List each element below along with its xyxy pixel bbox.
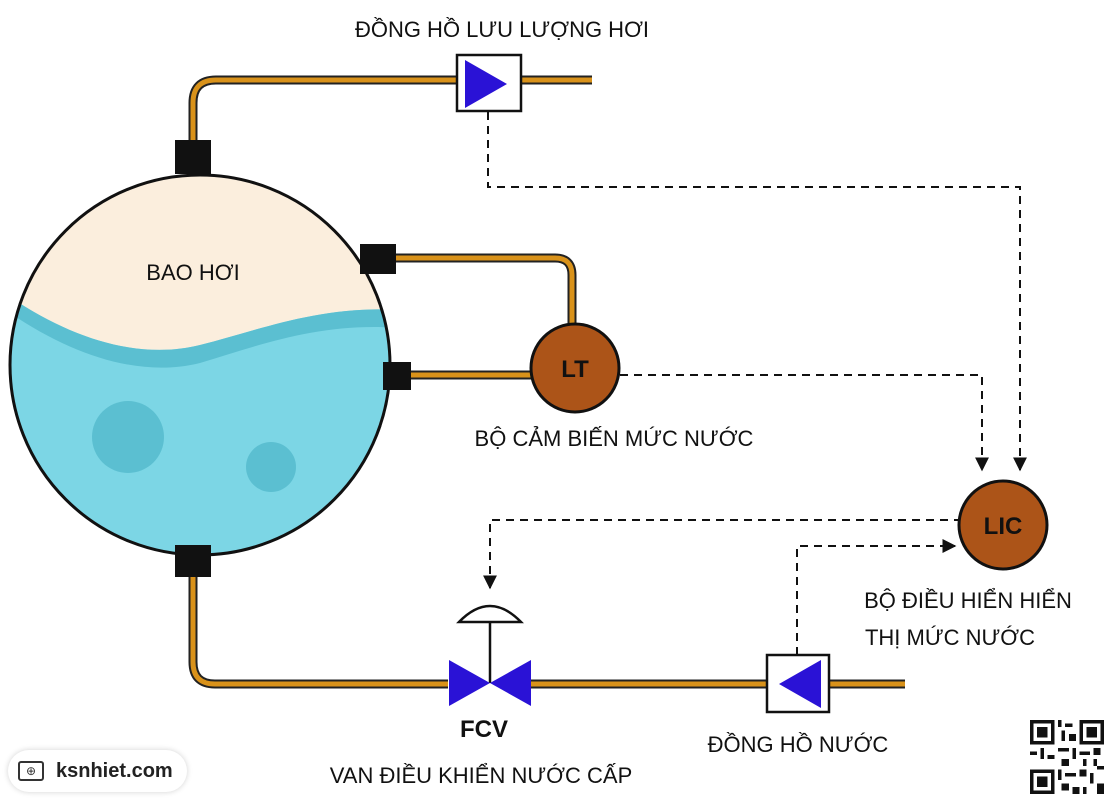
water-wave <box>10 290 390 368</box>
valve-body-right-icon <box>490 660 531 706</box>
level-controller-tag: LIC <box>984 513 1023 540</box>
feedwater-control-valve: FCV VAN ĐIỀU KHIỂN NƯỚC CẤP <box>330 604 633 788</box>
valve-signal <box>483 519 962 590</box>
steam-flow-signal <box>487 112 1027 472</box>
signal-lines <box>483 112 1027 655</box>
brand-badge[interactable]: ⊕ ksnhiet.com <box>8 750 187 792</box>
steam-flow-meter-label: ĐỒNG HỒ LƯU LƯỢNG HƠI <box>355 17 649 42</box>
steam-flow-arrow-icon <box>465 60 507 108</box>
steam-drum: BAO HƠI <box>8 173 392 557</box>
water-body <box>10 290 390 555</box>
actuator-icon <box>456 604 524 624</box>
water-flow-arrow-icon <box>779 660 821 708</box>
level-controller: LIC BỘ ĐIỀU HIỂN HIỂN THỊ MỨC NƯỚC <box>864 479 1072 650</box>
level-signal <box>620 374 989 472</box>
steam-drum-label: BAO HƠI <box>146 260 239 285</box>
bottom-nozzle <box>175 545 211 577</box>
level-controller-label-line1: BỘ ĐIỀU HIỂN HIỂN <box>864 588 1072 613</box>
upper-side-nozzle <box>360 244 396 274</box>
pipe-network <box>188 75 905 689</box>
level-transmitter: LT BỘ CẢM BIẾN MỨC NƯỚC <box>475 322 754 451</box>
level-controller-label-line2: THỊ MỨC NƯỚC <box>865 625 1035 650</box>
water-flow-signal <box>796 539 957 655</box>
water-flow-meter-label: ĐỒNG HỒ NƯỚC <box>708 732 889 757</box>
lower-side-nozzle <box>383 362 411 390</box>
qr-code-icon <box>1030 720 1104 794</box>
level-transmitter-tag: LT <box>561 356 589 383</box>
brand-text: ksnhiet.com <box>56 759 173 782</box>
water-flow-meter: ĐỒNG HỒ NƯỚC <box>708 653 889 757</box>
top-nozzle <box>175 140 211 174</box>
bubble-large <box>92 401 164 473</box>
web-icon: ⊕ <box>18 761 44 781</box>
drum-nozzles <box>175 140 411 577</box>
level-transmitter-label: BỘ CẢM BIẾN MỨC NƯỚC <box>475 426 754 451</box>
steam-flow-meter: ĐỒNG HỒ LƯU LƯỢNG HƠI <box>355 17 649 113</box>
valve-tag: FCV <box>460 716 508 743</box>
bubble-small <box>246 442 296 492</box>
valve-body-left-icon <box>449 660 490 706</box>
valve-label: VAN ĐIỀU KHIỂN NƯỚC CẤP <box>330 763 633 788</box>
